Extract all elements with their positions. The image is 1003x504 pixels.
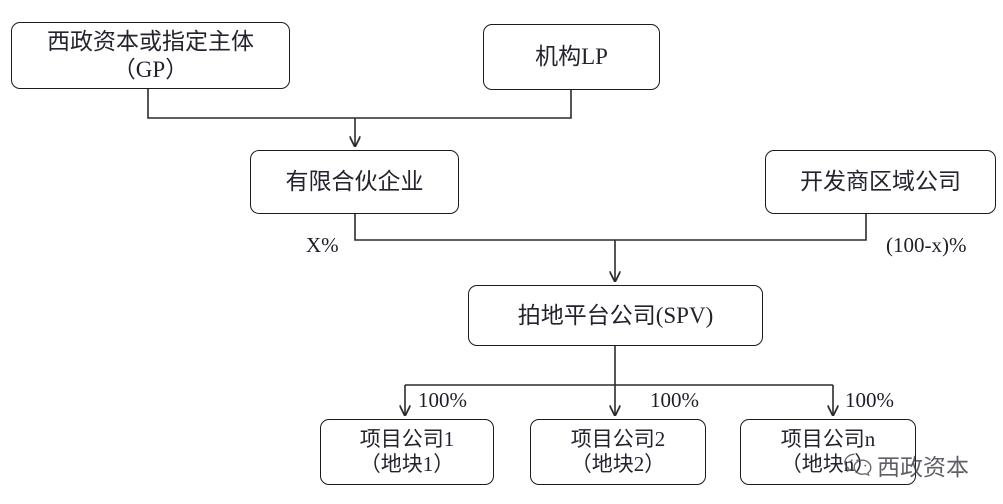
- node-project-company-1-line2: （地块1）: [359, 452, 455, 476]
- wire-lpe-dev-bus: [354, 214, 867, 241]
- node-sponsor-gp-line2: （GP）: [112, 56, 189, 82]
- edge-label-percent-3: 100%: [845, 388, 894, 412]
- node-project-company-n-line1: 项目公司n: [780, 427, 876, 452]
- node-institutional-lp[interactable]: 机构LP: [483, 24, 660, 90]
- wechat-icon: [843, 452, 873, 478]
- node-project-company-n-line2: （地块n）: [780, 452, 876, 476]
- node-developer-regional-company[interactable]: 开发商区域公司: [765, 150, 996, 214]
- node-developer-regional-company-line1: 开发商区域公司: [800, 169, 961, 195]
- edge-label-remainder-percent: (100-x)%: [886, 233, 967, 257]
- node-project-company-1[interactable]: 项目公司1 （地块1）: [320, 419, 494, 485]
- wire-gp-lp-bus: [147, 89, 572, 119]
- node-institutional-lp-line1: 机构LP: [535, 44, 608, 70]
- node-sponsor-gp-line1: 西政资本或指定主体: [47, 29, 254, 55]
- node-project-company-2[interactable]: 项目公司2 （地块2）: [530, 419, 706, 485]
- edge-label-percent-2: 100%: [650, 388, 699, 412]
- edge-label-percent-1: 100%: [418, 388, 467, 412]
- edge-label-x-percent: X%: [306, 233, 339, 257]
- node-sponsor-gp[interactable]: 西政资本或指定主体 （GP）: [11, 22, 290, 89]
- node-project-company-n[interactable]: 项目公司n （地块n）: [740, 419, 916, 485]
- watermark: 西政资本: [843, 448, 969, 482]
- node-project-company-2-line1: 项目公司2: [570, 427, 666, 452]
- watermark-text: 西政资本: [877, 455, 969, 480]
- node-project-company-2-line2: （地块2）: [570, 452, 666, 476]
- node-limited-partnership-line1: 有限合伙企业: [285, 169, 424, 195]
- node-limited-partnership[interactable]: 有限合伙企业: [250, 150, 459, 214]
- node-project-company-1-line1: 项目公司1: [359, 427, 455, 452]
- node-land-bidding-spv[interactable]: 拍地平台公司(SPV): [468, 285, 763, 346]
- node-land-bidding-spv-line1: 拍地平台公司(SPV): [517, 302, 714, 328]
